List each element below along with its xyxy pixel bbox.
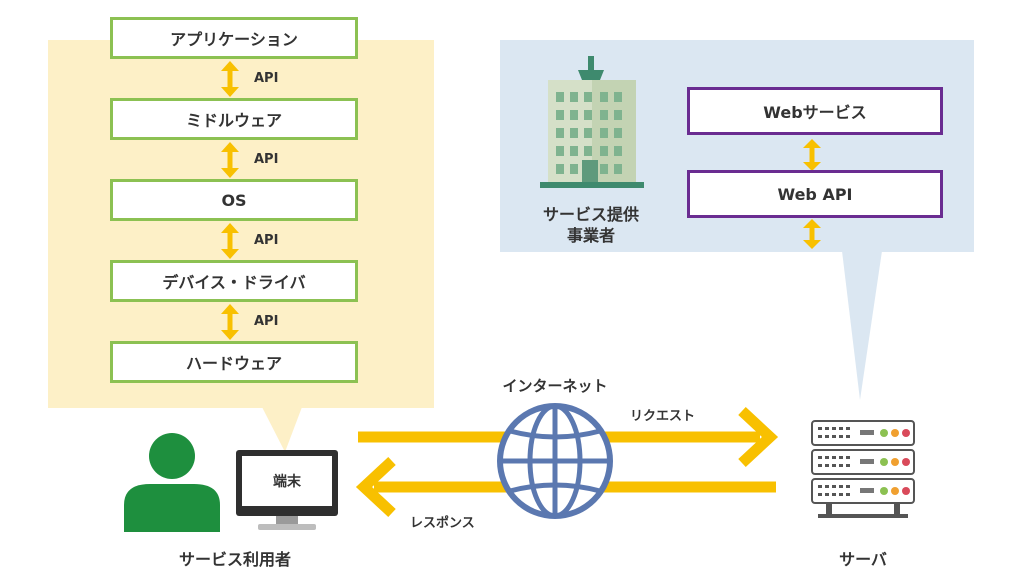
api-arrows [221, 61, 239, 340]
layer-device-driver: デバイス・ドライバ [110, 260, 358, 302]
terminal-label: 端末 [273, 474, 301, 490]
person-icon [124, 433, 220, 532]
layer-middleware: ミドルウェア [110, 98, 358, 140]
api-arrow [221, 61, 239, 97]
service-arrow [803, 139, 821, 171]
user-label: サービス利用者 [178, 550, 291, 569]
provider-name: サービス提供 事業者 [531, 204, 651, 246]
api-label: API [254, 152, 279, 167]
service-web-api: Web API [687, 170, 943, 218]
server-icon [811, 420, 915, 518]
internet-label: インターネット [502, 377, 608, 395]
api-label: API [254, 314, 279, 329]
api-arrow [221, 304, 239, 340]
api-arrow [221, 142, 239, 178]
layer-os: OS [110, 179, 358, 221]
globe-icon [497, 403, 613, 519]
api-arrow [221, 223, 239, 259]
provider-name-line2: 事業者 [566, 226, 615, 245]
server-label: サーバ [839, 550, 887, 569]
response-label: レスポンス [410, 516, 475, 531]
api-label: API [254, 233, 279, 248]
request-label: リクエスト [630, 409, 696, 424]
layer-hardware: ハードウェア [110, 341, 358, 383]
service-arrow [803, 219, 821, 249]
building-icon [540, 56, 644, 188]
layer-application: アプリケーション [110, 17, 358, 59]
service-web-service: Webサービス [687, 87, 943, 135]
service-arrows [803, 139, 821, 249]
provider-name-line1: サービス提供 [542, 205, 639, 224]
api-label: API [254, 71, 279, 86]
monitor-icon [236, 450, 338, 530]
